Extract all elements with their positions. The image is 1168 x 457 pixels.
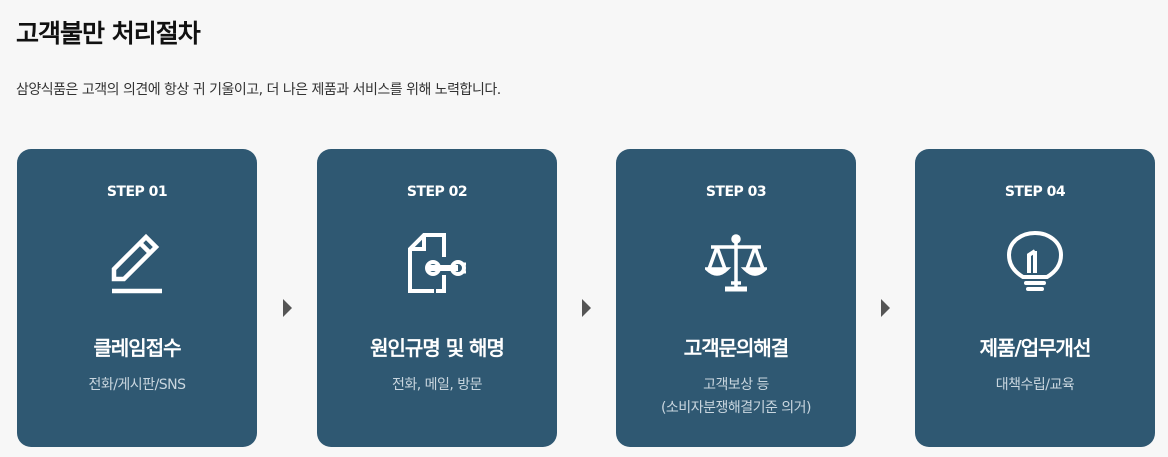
step-number: STEP 03 [705,184,767,200]
step-detail: 대책수립/교육 [995,377,1075,393]
step-card-product-improvement: STEP 04 제품/업무개선 대책수립/교육 [915,149,1155,447]
step-detail: 전화/게시판/SNS [88,377,186,393]
next-arrow-icon [881,299,890,317]
step-details: 전화/게시판/SNS [17,374,257,397]
next-arrow-icon [283,299,292,317]
step-name: 제품/업무개선 [979,336,1092,360]
step-details: 대책수립/교육 [915,374,1155,397]
step-detail: 전화, 메일, 방문 [391,377,483,393]
page-title: 고객불만 처리절차 [16,19,201,48]
step-card-customer-resolution: STEP 03 고객문의해결 고객보상 등 (소비자분쟁해결기준 의거) [616,149,856,447]
next-arrow-icon [582,299,591,317]
step-details: 고객보상 등 (소비자분쟁해결기준 의거) [616,374,856,420]
step-name: 원인규명 및 해명 [370,336,505,360]
scale-icon [705,231,767,297]
page-description: 삼양식품은 고객의 의견에 항상 귀 기울이고, 더 나은 제품과 서비스를 위… [16,82,501,98]
step-name: 클레임접수 [93,336,182,360]
step-card-claim-receipt: STEP 01 클레임접수 전화/게시판/SNS [17,149,257,447]
step-number: STEP 01 [106,184,168,200]
step-number: STEP 04 [1004,184,1066,200]
lightbulb-icon [1004,231,1066,297]
step-detail: 고객보상 등 [703,377,769,393]
step-details: 전화, 메일, 방문 [317,374,557,397]
step-detail: (소비자분쟁해결기준 의거) [660,400,812,416]
step-number: STEP 02 [406,184,468,200]
document-wrench-icon [406,231,468,297]
pencil-icon [106,231,168,297]
step-card-cause-investigation: STEP 02 원인규명 및 해명 전화, 메일, 방문 [317,149,557,447]
step-name: 고객문의해결 [683,336,789,360]
